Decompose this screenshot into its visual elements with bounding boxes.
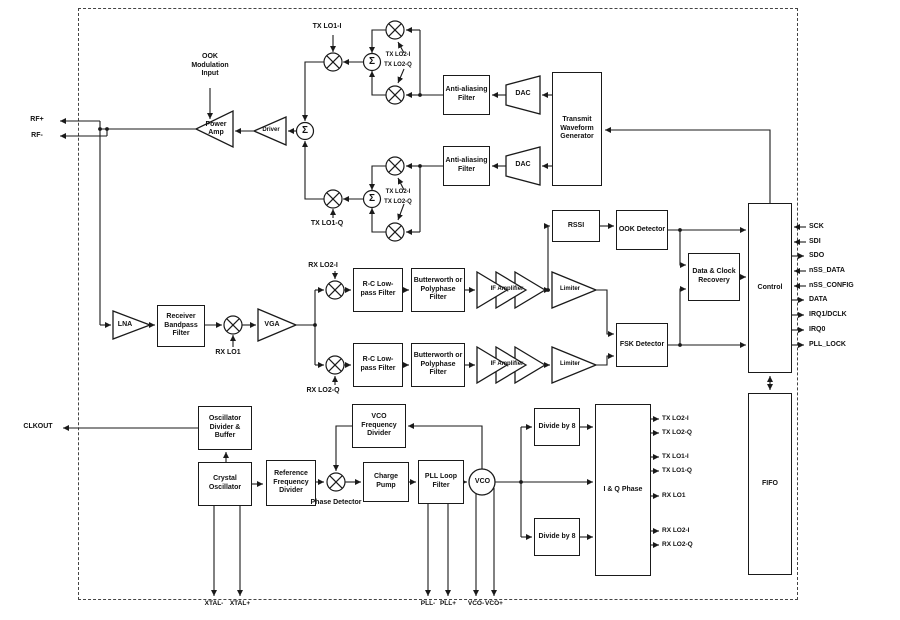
block-oscillator-divider-buffer: Oscillator Divider & Buffer [198, 406, 252, 450]
mixer-icon [385, 85, 405, 105]
block-rc-lowpass-filter-i: R-C Low-pass Filter [353, 268, 403, 312]
chip-boundary [78, 8, 798, 600]
iq-out-rx-lo2-i: RX LO2-I [662, 526, 690, 534]
pin-label-data: DATA [809, 295, 828, 303]
tx-lo2-q-label-top: TX LO2-Q [384, 61, 412, 68]
power-amp-triangle [194, 109, 234, 149]
tx-lo2-i-label-top: TX LO2-I [385, 51, 411, 58]
pin-label-rf-plus: RF+ [30, 115, 44, 123]
mixer-icon [385, 156, 405, 176]
pin-label-pll-plus: PLL+ [439, 600, 457, 608]
pin-label-sdo: SDO [809, 251, 825, 259]
vco-circle [468, 468, 496, 496]
dac-label-i: DAC [515, 90, 531, 98]
vga-triangle [257, 308, 298, 342]
iq-out-rx-lo2-q: RX LO2-Q [662, 540, 693, 548]
block-anti-aliasing-filter-i: Anti-aliasing Filter [443, 75, 490, 115]
driver-label: Driver [262, 127, 280, 134]
power-amp-label: Power Amp [205, 120, 227, 136]
amp-shapes [112, 75, 598, 496]
block-receiver-bandpass-filter: Receiver Bandpass Filter [157, 305, 205, 347]
block-iq-phase: I & Q Phase [595, 404, 651, 576]
mixer-icon [223, 315, 243, 335]
limiter-label-i: Limiter [559, 286, 580, 293]
mixer-icon [385, 20, 405, 40]
block-anti-aliasing-filter-q: Anti-aliasing Filter [443, 146, 490, 186]
pin-label-rf-minus: RF- [31, 131, 43, 139]
block-fifo: FIFO [748, 393, 792, 575]
limiter-triangle-q [551, 346, 598, 384]
lna-label: LNA [117, 320, 133, 328]
rx-lo1-label: RX LO1 [215, 348, 241, 356]
block-control: Control [748, 203, 792, 373]
block-rssi: RSSI [552, 210, 600, 242]
if-amp-triangles-i [476, 270, 509, 310]
mixer-icon [325, 280, 345, 300]
block-transmit-waveform-generator: Transmit Waveform Generator [552, 72, 602, 186]
pin-label-xtal-minus: XTAL- [204, 600, 224, 608]
iq-out-tx-lo2-i: TX LO2-I [662, 414, 689, 422]
iq-out-rx-lo1: RX LO1 [662, 491, 686, 499]
wires [60, 27, 806, 596]
tx-lo2-i-label-bottom: TX LO2-I [385, 188, 411, 195]
mixer-icon [325, 355, 345, 375]
iq-out-tx-lo1-i: TX LO1-I [662, 452, 689, 460]
tx-lo2-q-label-bottom: TX LO2-Q [384, 198, 412, 205]
vga-label: VGA [264, 320, 280, 328]
dac-shape-i [505, 75, 541, 115]
driver-triangle [252, 116, 287, 146]
pin-label-vco-minus: VCO- [467, 600, 485, 608]
pin-label-xtal-plus: XTAL+ [229, 600, 251, 608]
mixer-icon [385, 222, 405, 242]
limiter-label-q: Limiter [559, 361, 580, 368]
dac-label-q: DAC [515, 161, 531, 169]
mixer-icon [323, 52, 343, 72]
pin-label-pll-minus: PLL- [420, 600, 436, 608]
pin-label-pll-lock: PLL_LOCK [809, 340, 846, 348]
pin-label-irq1-dclk: IRQ1/DCLK [809, 310, 847, 318]
lna-triangle [112, 310, 152, 340]
rx-lo2-i-label: RX LO2-I [308, 261, 338, 269]
limiter-triangle-i [551, 271, 598, 309]
block-butterworth-filter-i: Butterworth or Polyphase Filter [411, 268, 465, 312]
block-reference-frequency-divider: Reference Frequency Divider [266, 460, 316, 506]
block-butterworth-filter-q: Butterworth or Polyphase Filter [411, 343, 465, 387]
phase-detector-mixer-icon [326, 472, 346, 492]
block-ook-detector: OOK Detector [616, 210, 668, 250]
block-rc-lowpass-filter-q: R-C Low-pass Filter [353, 343, 403, 387]
iq-out-tx-lo2-q: TX LO2-Q [662, 428, 692, 436]
block-divide-by-8-top: Divide by 8 [534, 408, 580, 446]
block-fsk-detector: FSK Detector [616, 323, 668, 367]
phase-detector-label: Phase Detector [310, 498, 362, 506]
pin-label-nss-config: nSS_CONFIG [809, 281, 854, 289]
sigma-symbol: Σ [368, 56, 375, 67]
junction-dots [98, 93, 682, 484]
sigma-symbol: Σ [368, 193, 375, 204]
pin-label-nss-data: nSS_DATA [809, 266, 845, 274]
block-pll-loop-filter: PLL Loop Filter [418, 460, 464, 504]
block-crystal-oscillator: Crystal Oscillator [198, 462, 252, 506]
mixer-icon [323, 189, 343, 209]
sigma-symbol: Σ [301, 125, 308, 136]
block-charge-pump: Charge Pump [363, 462, 409, 502]
tx-lo1-i-label: TX LO1-I [312, 22, 342, 30]
vco-label: VCO [474, 477, 491, 485]
if-amp-triangles-q [476, 345, 509, 385]
dac-shape-q [505, 146, 541, 186]
pin-label-vco-plus: VCO+ [485, 600, 503, 608]
pin-label-clkout: CLKOUT [23, 422, 53, 430]
tx-lo1-q-label: TX LO1-Q [310, 219, 344, 227]
if-amplifier-label-i: IF Amplifier [490, 286, 524, 293]
if-amplifier-label-q: IF Amplifier [490, 361, 524, 368]
iq-out-tx-lo1-q: TX LO1-Q [662, 466, 692, 474]
block-vco-frequency-divider: VCO Frequency Divider [352, 404, 406, 448]
block-divide-by-8-bottom: Divide by 8 [534, 518, 580, 556]
pin-label-sck: SCK [809, 222, 824, 230]
pin-label-irq0: IRQ0 [809, 325, 826, 333]
ook-modulation-input-label: OOK Modulation Input [191, 53, 229, 78]
pin-label-sdi: SDI [809, 237, 821, 245]
block-data-clock-recovery: Data & Clock Recovery [688, 253, 740, 301]
rx-lo2-q-label: RX LO2-Q [306, 386, 340, 394]
